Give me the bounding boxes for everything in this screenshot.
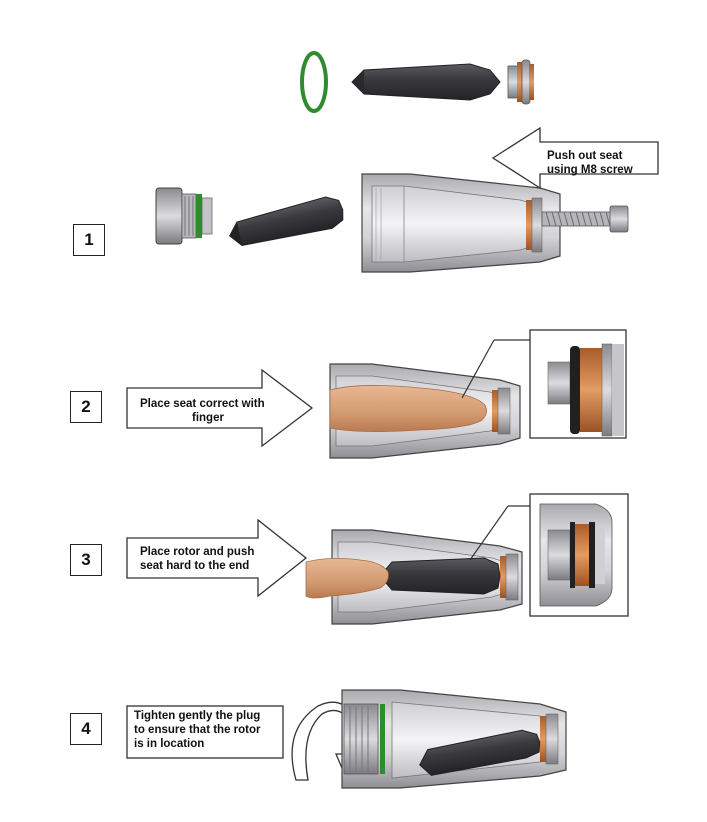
detail-leader-3: [469, 505, 509, 561]
step-2-label: Place seat correct with finger: [140, 397, 265, 425]
place-rotor-arrow: [126, 518, 308, 598]
push-out-arrow: [491, 126, 659, 190]
rotor-part-step1: [229, 196, 344, 246]
step-number-4: 4: [70, 713, 102, 745]
m8-screw: [541, 205, 629, 233]
step-1-illustration: [155, 126, 659, 273]
step-1-label-line1: Push out seat: [547, 150, 623, 162]
detail-view-3: [529, 493, 629, 617]
tighten-label-box: [126, 705, 284, 759]
step-number-1: 1: [73, 224, 105, 256]
step-4-illustration: [126, 689, 567, 789]
step-3-label-line1: Place rotor and push: [140, 546, 255, 558]
plug-part: [155, 187, 213, 245]
finger-step2: [329, 385, 487, 432]
step-2-label-line1: Place seat correct with: [140, 398, 265, 410]
rotor-step3: [379, 557, 501, 595]
detail-view-2: [529, 329, 627, 439]
nozzle-housing-step1: [361, 173, 561, 273]
step-4-label-line1: Tighten gently the plug: [134, 710, 261, 722]
step-3-label: Place rotor and push seat hard to the en…: [140, 545, 254, 573]
detail-leader-2: [461, 339, 495, 399]
place-seat-arrow: [126, 368, 314, 448]
step-3-label-line2: seat hard to the end: [140, 560, 250, 572]
rotor-step4: [419, 729, 541, 776]
step-2-label-line2: finger: [192, 412, 224, 424]
o-ring-part: [300, 51, 328, 113]
step-1-label: Push out seat using M8 screw: [547, 149, 633, 177]
exploded-parts: [300, 51, 534, 113]
step-number-3: 3: [70, 544, 102, 576]
step-3-illustration: [126, 493, 629, 625]
step-4-label: Tighten gently the plug to ensure that t…: [134, 709, 261, 751]
seat-part: [507, 59, 534, 105]
step-1-label-line2: using M8 screw: [547, 164, 633, 176]
rotor-part: [351, 63, 501, 101]
finger-step3: [305, 558, 389, 599]
step-4-label-line3: is in location: [134, 738, 205, 750]
step-number-2: 2: [70, 391, 102, 423]
step-4-label-line2: to ensure that the rotor: [134, 724, 261, 736]
step-2-illustration: [126, 329, 627, 459]
